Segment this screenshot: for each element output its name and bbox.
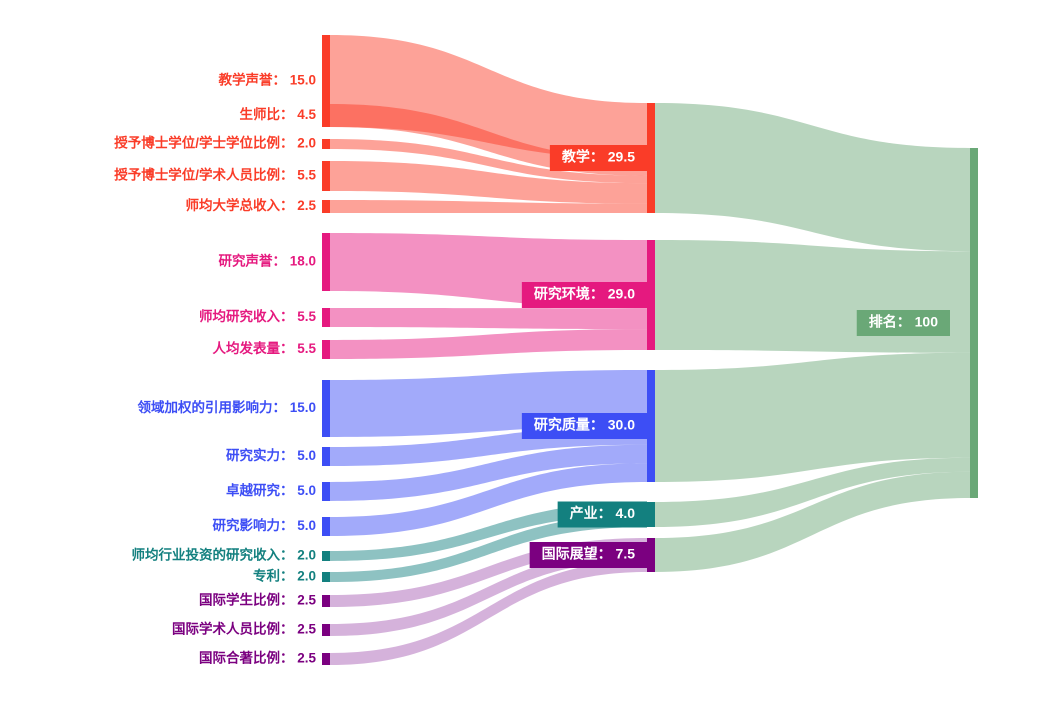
sankey-link: [330, 161, 647, 204]
sankey-node-publications_per_staff[interactable]: [322, 340, 330, 359]
sankey-link: [655, 352, 970, 482]
sankey-link: [330, 463, 647, 536]
node-label-teaching_reputation: 教学声誉： 15.0: [218, 72, 316, 88]
node-label-teaching: 教学： 29.5: [562, 149, 635, 165]
sankey-node-teaching_reputation[interactable]: [322, 35, 330, 127]
sankey-node-intl_coauthor[interactable]: [322, 653, 330, 665]
sankey-link: [330, 35, 647, 159]
node-label-research_reputation: 研究声誉： 18.0: [218, 253, 316, 269]
node-label-bg-research_quality: [521, 413, 647, 439]
sankey-node-research_influence[interactable]: [322, 517, 330, 536]
node-label-intl_outlook: 国际展望： 7.5: [542, 546, 636, 562]
node-label-intl_students: 国际学生比例： 2.5: [199, 592, 317, 608]
sankey-node-ranking[interactable]: [970, 148, 978, 498]
sankey-node-doctorate_staff_ratio[interactable]: [322, 161, 330, 191]
node-label-citation_impact: 领域加权的引用影响力： 15.0: [137, 399, 316, 415]
node-label-bg-ranking: [856, 310, 950, 336]
node-label-publications_per_staff: 人均发表量： 5.5: [212, 340, 316, 356]
sankey-node-intl_staff[interactable]: [322, 624, 330, 636]
node-label-research_influence: 研究影响力： 5.0: [212, 517, 316, 533]
sankey-link: [655, 457, 970, 527]
node-label-patents: 专利： 2.0: [253, 568, 316, 584]
sankey-node-industry_income[interactable]: [322, 551, 330, 561]
labels-layer: 教学声誉： 15.0 生师比： 4.5 授予博士学位/学士学位比例： 2.0 授予博士…: [114, 72, 950, 666]
sankey-node-research_quality[interactable]: [647, 370, 655, 482]
sankey-link: [330, 200, 647, 213]
node-label-research_excellence: 卓越研究： 5.0: [226, 482, 316, 498]
sankey-node-institutional_income[interactable]: [322, 200, 330, 213]
sankey-link: [655, 471, 970, 572]
node-label-intl_coauthor: 国际合著比例： 2.5: [199, 650, 317, 666]
node-label-bg-research_env: [521, 282, 647, 308]
sankey-node-intl_students[interactable]: [322, 595, 330, 607]
sankey-node-doctorate_bachelor_ratio[interactable]: [322, 139, 330, 149]
sankey-link: [655, 103, 970, 252]
sankey-node-industry[interactable]: [647, 502, 655, 527]
sankey-node-student_staff_ratio[interactable]: [322, 104, 330, 127]
node-label-ranking: 排名： 100: [869, 314, 938, 330]
sankey-node-research_income[interactable]: [322, 308, 330, 327]
node-label-doctorate_bachelor_ratio: 授予博士学位/学士学位比例： 2.0: [114, 135, 316, 151]
sankey-node-citation_impact[interactable]: [322, 380, 330, 437]
sankey-node-research_env[interactable]: [647, 240, 655, 350]
sankey-link: [330, 560, 647, 665]
links-layer: [330, 35, 970, 665]
node-label-research_quality: 研究质量： 30.0: [534, 417, 635, 433]
node-label-industry_income: 师均行业投资的研究收入： 2.0: [131, 547, 316, 563]
sankey-link: [330, 139, 647, 184]
sankey-link: [330, 308, 647, 330]
sankey-node-patents[interactable]: [322, 572, 330, 582]
node-label-bg-industry: [557, 501, 647, 528]
sankey-link: [330, 549, 647, 636]
sankey-node-research_reputation[interactable]: [322, 233, 330, 291]
node-label-student_staff_ratio: 生师比： 4.5: [239, 106, 316, 122]
node-label-research_env: 研究环境： 29.0: [534, 286, 635, 302]
node-label-institutional_income: 师均大学总收入： 2.5: [185, 197, 316, 213]
node-label-intl_staff: 国际学术人员比例： 2.5: [172, 621, 317, 637]
sankey-node-intl_outlook[interactable]: [647, 538, 655, 572]
node-label-research_strength: 研究实力： 5.0: [226, 447, 316, 463]
sankey-link: [330, 329, 647, 359]
nodes-layer: [322, 35, 978, 665]
sankey-link: [330, 514, 647, 582]
sankey-node-teaching[interactable]: [647, 103, 655, 213]
sankey-link: [330, 444, 647, 501]
node-label-industry: 产业： 4.0: [570, 505, 636, 521]
node-label-research_income: 师均研究收入： 5.5: [199, 308, 317, 324]
node-label-doctorate_staff_ratio: 授予博士学位/学术人员比例： 5.5: [114, 167, 316, 183]
node-label-bg-intl_outlook: [529, 542, 647, 568]
sankey-node-research_strength[interactable]: [322, 447, 330, 466]
node-label-bg-teaching: [549, 145, 647, 171]
sankey-node-research_excellence[interactable]: [322, 482, 330, 501]
